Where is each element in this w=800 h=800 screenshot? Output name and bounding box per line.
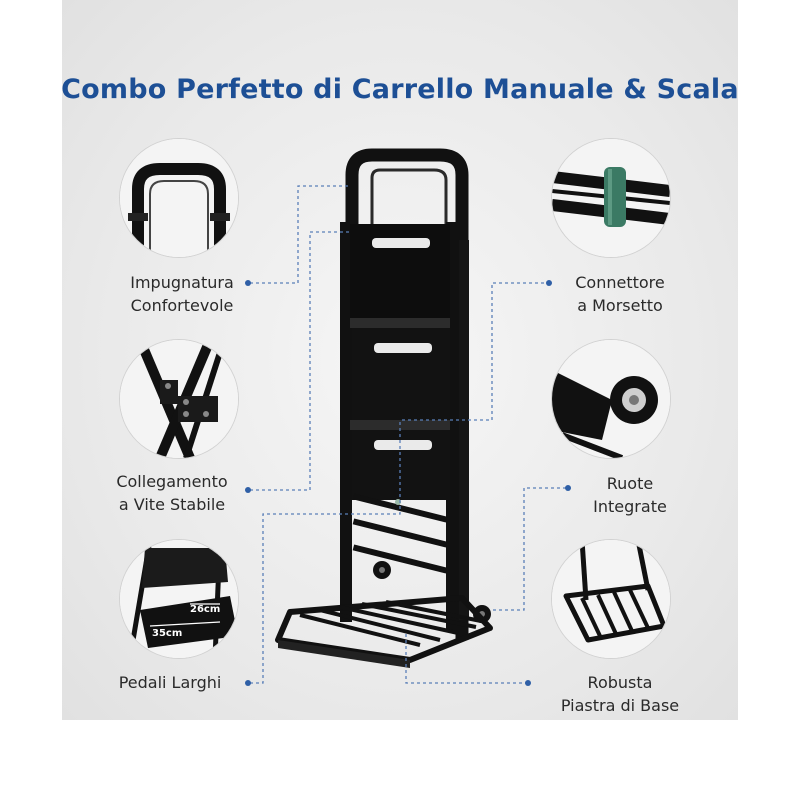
integrated-wheels-detail-circle xyxy=(552,340,670,458)
width-dimension-label: 35cm xyxy=(152,628,182,639)
bottom-margin xyxy=(0,720,800,800)
feature-label-base-plate: Robusta Piastra di Base xyxy=(560,673,680,715)
screw-connection-detail-circle xyxy=(120,340,238,458)
leader-dot xyxy=(245,280,251,286)
base-plate-detail-circle xyxy=(552,540,670,658)
leader-dot xyxy=(245,680,251,686)
feature-label-screw-connection: Collegamento a Vite Stabile xyxy=(116,472,228,514)
feature-label-wheels: Ruote Integrate xyxy=(593,474,667,516)
wide-pedals-detail-circle: 26cm 35cm xyxy=(120,540,238,658)
leader-dot xyxy=(245,487,251,493)
leader-dot xyxy=(565,485,571,491)
right-margin xyxy=(738,0,800,720)
depth-dimension-label: 26cm xyxy=(190,604,220,615)
page-title: Combo Perfetto di Carrello Manuale & Sca… xyxy=(61,74,739,105)
handle-detail-circle xyxy=(120,139,238,257)
clamp-connector-detail-circle xyxy=(552,139,670,257)
leader-dot xyxy=(525,680,531,686)
feature-label-handle: Impugnatura Confortevole xyxy=(130,273,234,315)
leader-dot xyxy=(546,280,552,286)
feature-label-clamp-connector: Connettore a Morsetto xyxy=(575,273,665,315)
left-margin xyxy=(0,0,62,720)
feature-label-wide-pedals: Pedali Larghi xyxy=(118,673,222,692)
